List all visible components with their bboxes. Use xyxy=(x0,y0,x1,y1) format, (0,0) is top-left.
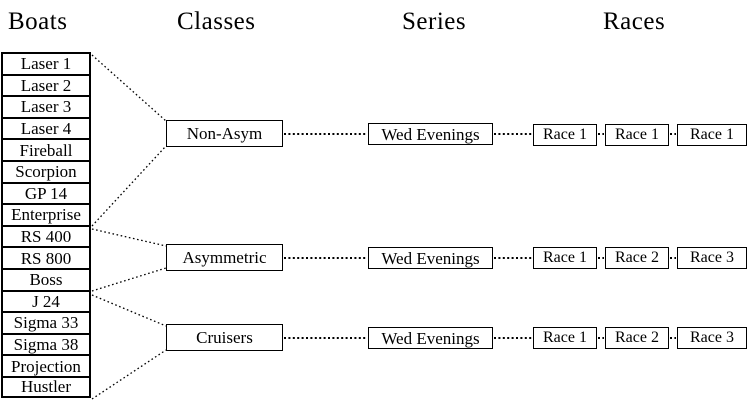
race-box: Race 3 xyxy=(677,327,747,349)
fan-boats-to-nonasym-top xyxy=(91,54,167,122)
series-box: Wed Evenings xyxy=(368,123,493,145)
boat-row: J 24 xyxy=(1,289,91,312)
boat-row: Projection xyxy=(1,354,91,376)
boats-list: Laser 1 Laser 2 Laser 3 Laser 4 Fireball… xyxy=(1,52,91,398)
boat-row: Laser 3 xyxy=(1,95,91,117)
class-box-cruisers: Cruisers xyxy=(166,324,283,351)
class-box-asymmetric: Asymmetric xyxy=(166,244,283,271)
classes-column-header: Classes xyxy=(177,8,256,35)
boat-row: Boss xyxy=(1,267,91,290)
fan-boats-to-asymmetric-bottom xyxy=(91,267,167,292)
boat-row: Scorpion xyxy=(1,159,91,182)
boat-row: Laser 4 xyxy=(1,116,91,139)
boat-row: RS 400 xyxy=(1,224,91,247)
fan-boats-to-cruisers-bottom xyxy=(91,349,167,400)
fan-boats-to-asymmetric-top xyxy=(91,228,167,247)
boats-column-header: Boats xyxy=(8,8,68,35)
race-box: Race 2 xyxy=(605,247,669,269)
fan-boats-to-nonasym-bottom xyxy=(91,145,167,227)
race-box: Race 1 xyxy=(605,124,669,146)
boat-row: RS 800 xyxy=(1,246,91,268)
class-box-non-asym: Non-Asym xyxy=(166,120,283,147)
race-box: Race 3 xyxy=(677,247,747,269)
boat-row: Hustler xyxy=(1,375,91,398)
race-box: Race 2 xyxy=(605,327,669,349)
race-box: Race 1 xyxy=(533,124,597,146)
boat-row: Fireball xyxy=(1,138,91,160)
race-box: Race 1 xyxy=(533,327,597,349)
series-column-header: Series xyxy=(402,8,467,35)
fan-boats-to-cruisers-top xyxy=(91,294,167,327)
race-box: Race 1 xyxy=(677,124,747,146)
series-box: Wed Evenings xyxy=(368,327,493,349)
boat-row: Sigma 33 xyxy=(1,311,91,333)
boat-row: Laser 1 xyxy=(1,52,91,74)
series-box: Wed Evenings xyxy=(368,247,493,269)
boat-row: Sigma 38 xyxy=(1,332,91,355)
boat-row: Laser 2 xyxy=(1,73,91,96)
boat-row: GP 14 xyxy=(1,181,91,204)
races-column-header: Races xyxy=(603,8,666,35)
boat-row: Enterprise xyxy=(1,203,91,225)
race-box: Race 1 xyxy=(533,247,597,269)
